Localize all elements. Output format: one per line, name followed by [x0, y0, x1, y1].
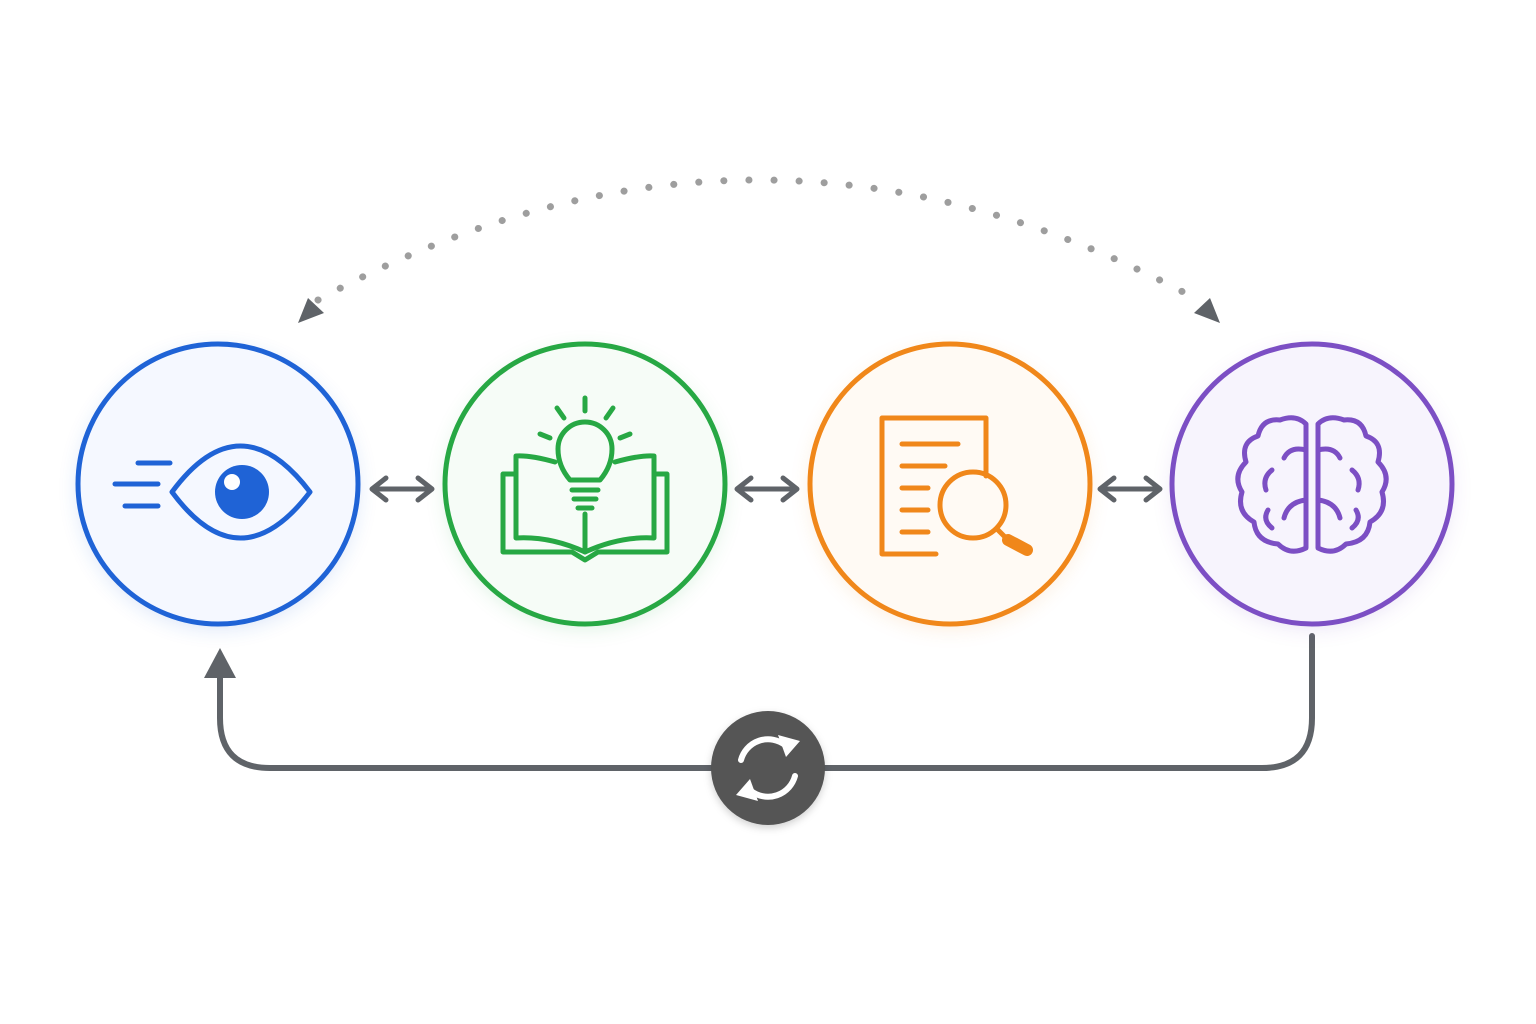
- dotted-arc-arrowhead-right: [1194, 298, 1220, 323]
- arrowhead-left: [734, 475, 754, 503]
- node-think-circle: [1169, 341, 1455, 627]
- refresh-arrowhead-bottom: [736, 779, 758, 801]
- document-magnifier-icon: [879, 415, 1033, 557]
- cycle-badge[interactable]: [711, 711, 825, 825]
- brain-icon: [1235, 415, 1389, 554]
- connector-learn-analyze: [734, 475, 800, 503]
- dotted-arc-line: [314, 176, 1202, 304]
- eye-icon: [112, 443, 313, 541]
- open-book-lightbulb-icon: [500, 395, 670, 563]
- arrowhead-left: [369, 475, 389, 503]
- arrowhead-right: [780, 475, 800, 503]
- connector-perceive-learn: [369, 475, 435, 503]
- node-think: [1169, 341, 1455, 627]
- node-learn-circle: [442, 341, 728, 627]
- feedback-loop-arrowhead: [204, 648, 236, 678]
- dotted-feedback-arc: [298, 176, 1220, 323]
- connector-analyze-think: [1097, 475, 1163, 503]
- node-perceive: [75, 341, 361, 627]
- refresh-arrowhead-top: [778, 735, 800, 757]
- arrowhead-right: [1143, 475, 1163, 503]
- arrowhead-right: [415, 475, 435, 503]
- dotted-arc-arrowhead-left: [298, 298, 324, 323]
- arrowhead-left: [1097, 475, 1117, 503]
- node-learn: [442, 341, 728, 627]
- cycle-badge-circle[interactable]: [711, 711, 825, 825]
- node-analyze: [807, 341, 1093, 627]
- refresh-cycle-icon: [738, 736, 798, 800]
